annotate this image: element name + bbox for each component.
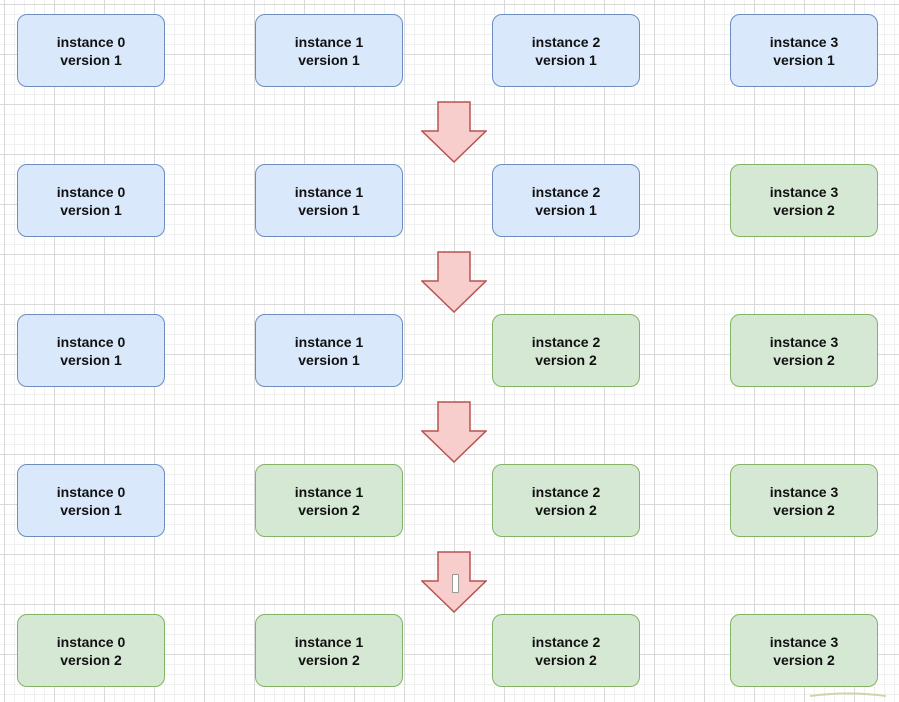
version-label: version 1 (298, 351, 360, 368)
instance-label: instance 1 (294, 333, 364, 350)
version-label: version 1 (773, 51, 835, 68)
version-label: version 2 (773, 651, 835, 668)
version-label: version 1 (60, 51, 122, 68)
arrow-down-icon (421, 101, 487, 163)
version-label: version 1 (60, 351, 122, 368)
version-label: version 2 (535, 351, 597, 368)
version-label: version 2 (773, 351, 835, 368)
text-cursor-icon (452, 574, 459, 593)
instance-label: instance 1 (294, 183, 364, 200)
instance-label: instance 2 (531, 333, 601, 350)
instance-label: instance 1 (294, 33, 364, 50)
instance-label: instance 0 (56, 33, 126, 50)
instance-label: instance 2 (531, 33, 601, 50)
instance-label: instance 3 (769, 183, 839, 200)
instance-label: instance 2 (531, 633, 601, 650)
version-label: version 2 (60, 651, 122, 668)
version-label: version 1 (298, 51, 360, 68)
instance-label: instance 3 (769, 333, 839, 350)
instance-label: instance 1 (294, 633, 364, 650)
instance-label: instance 2 (531, 483, 601, 500)
version-label: version 1 (60, 201, 122, 218)
decorative-stroke (808, 684, 888, 697)
instance-label: instance 0 (56, 183, 126, 200)
version-label: version 2 (773, 201, 835, 218)
version-label: version 2 (298, 501, 360, 518)
version-label: version 1 (535, 51, 597, 68)
instance-label: instance 3 (769, 483, 839, 500)
instance-label: instance 3 (769, 33, 839, 50)
version-label: version 2 (535, 501, 597, 518)
version-label: version 1 (60, 501, 122, 518)
instance-label: instance 0 (56, 333, 126, 350)
instance-label: instance 2 (531, 183, 601, 200)
version-label: version 1 (298, 201, 360, 218)
version-label: version 2 (773, 501, 835, 518)
version-label: version 2 (535, 651, 597, 668)
instance-label: instance 0 (56, 633, 126, 650)
instance-label: instance 3 (769, 633, 839, 650)
instance-label: instance 1 (294, 483, 364, 500)
arrow-down-icon (421, 251, 487, 313)
version-label: version 1 (535, 201, 597, 218)
version-label: version 2 (298, 651, 360, 668)
arrow-down-icon (421, 401, 487, 463)
instance-label: instance 0 (56, 483, 126, 500)
